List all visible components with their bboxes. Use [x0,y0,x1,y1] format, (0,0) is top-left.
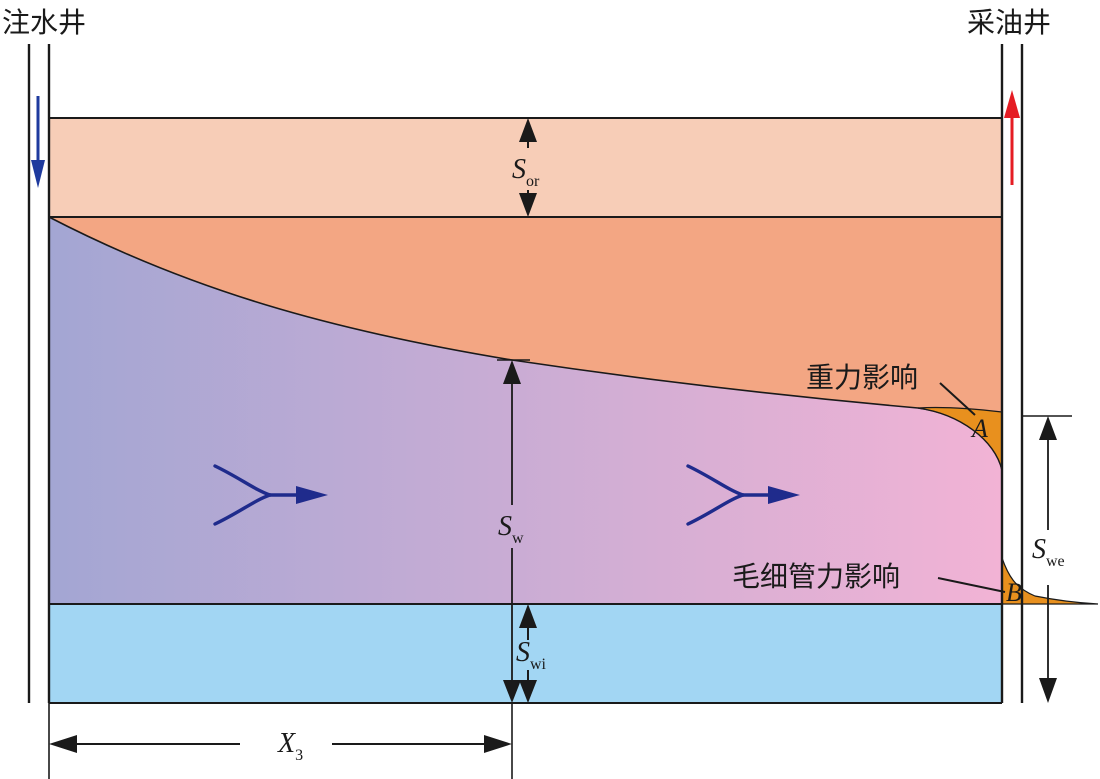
water-invaded-region [49,217,1002,604]
capillary-finger-b [1001,557,1099,605]
production-arrow [1004,90,1020,185]
swi-label: Swi [516,637,547,673]
sw-dimension-arrow [497,359,530,703]
gravity-influence-label: 重力影响 [806,361,918,394]
swi-dimension-arrow [519,604,537,703]
flow-arrow-right [686,464,800,526]
injection-well [27,44,51,703]
x3-dimension-arrow [48,703,513,779]
x3-label: X3 [277,728,303,764]
sw-label: Sw [498,511,524,547]
sor-dimension-arrow [519,118,537,217]
capillary-leader-line [937,577,1006,593]
capillary-influence-label: 毛细管力影响 [732,560,900,593]
injection-well-label: 注水井 [2,6,86,39]
point-b-label: B [1006,578,1022,607]
production-well [1000,44,1024,703]
swe-label: Swe [1032,534,1065,570]
point-a-label: A [970,414,988,443]
sor-label: Sor [512,154,540,190]
injection-arrow [31,96,45,188]
layer-boundaries [49,117,1002,704]
flow-arrow-left [213,464,328,526]
production-well-label: 采油井 [967,6,1051,39]
gravity-leader-line [939,382,976,416]
swe-dimension-arrow [1022,415,1072,703]
